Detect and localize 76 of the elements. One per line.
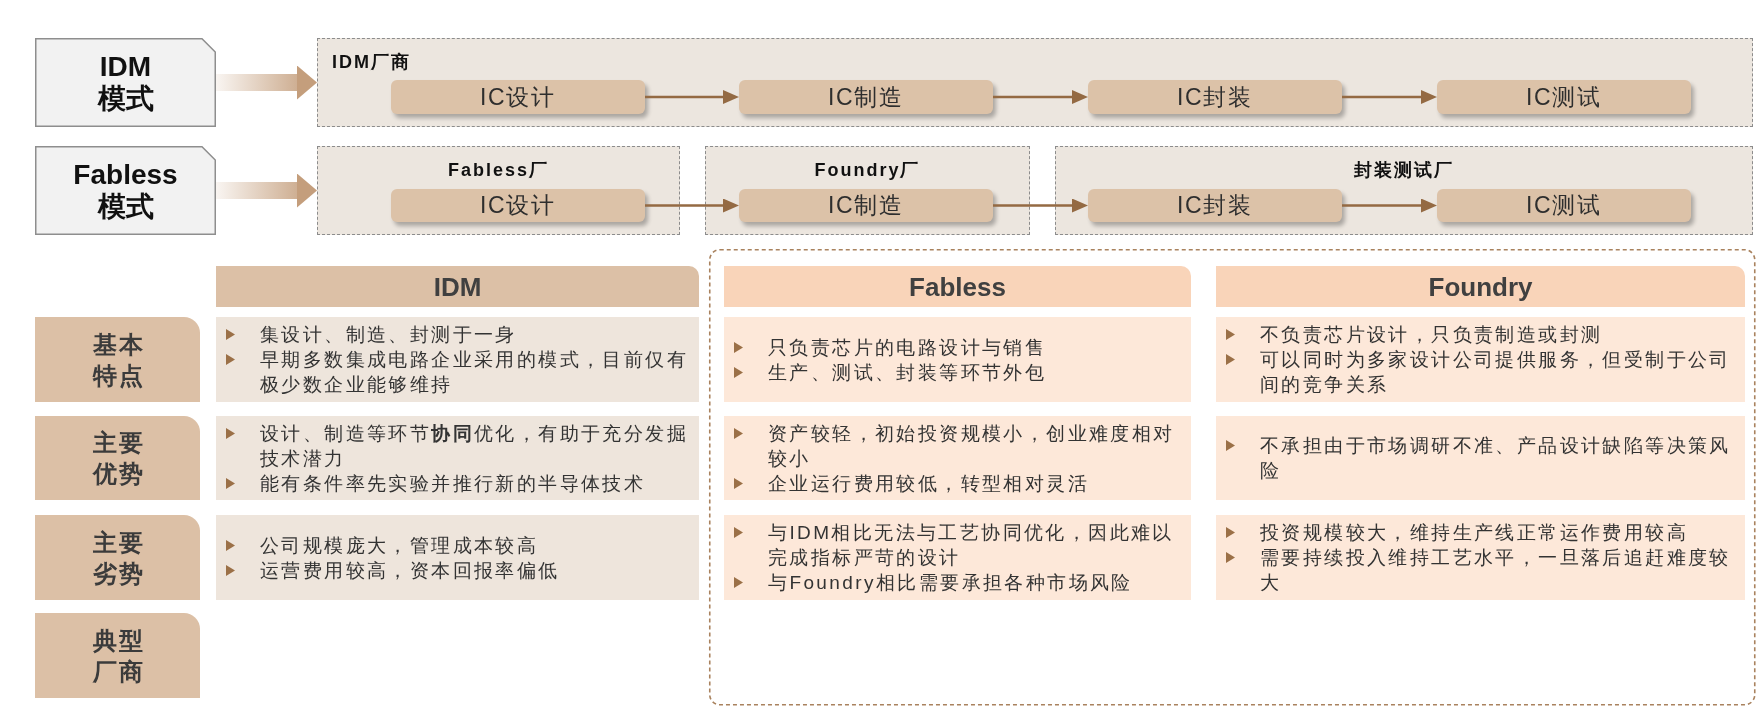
group-title: Fabless厂	[448, 159, 549, 182]
block-arrow	[216, 65, 317, 100]
column-header-band	[724, 266, 1191, 307]
bullet-text: 与IDM相比无法与工艺协同优化，因此难以完成指标严苛的设计	[768, 521, 1175, 570]
bullet-text: 生产、测试、封装等环节外包	[768, 360, 1048, 385]
column-header: Foundry	[1428, 271, 1533, 302]
mode-box	[35, 38, 216, 127]
column-header: Fabless	[909, 271, 1006, 302]
table-cell	[724, 515, 1191, 600]
table-cell	[1216, 317, 1745, 402]
mode-label: Fabless 模式	[73, 158, 178, 223]
row-header-band	[35, 613, 200, 698]
group-container	[317, 38, 1753, 127]
process-label: IC测试	[1526, 191, 1601, 219]
process-box	[1436, 188, 1691, 222]
process-box	[1436, 79, 1691, 114]
bullet-text: 公司规模庞大，管理成本较高	[260, 533, 540, 558]
bullet-text: 与Foundry相比需要承担各种市场风险	[768, 571, 1134, 595]
bullet-text: 只负责芯片的电路设计与销售	[768, 335, 1048, 360]
process-box	[738, 79, 993, 114]
process-box	[390, 79, 645, 114]
process-label: IC制造	[828, 82, 903, 111]
bullet-text: 资产较轻，初始投资规模小，创业难度相对较小	[768, 421, 1176, 471]
mode-box	[35, 146, 216, 235]
table-cell	[1216, 515, 1745, 600]
bullet-text: 不负责芯片设计，只负责制造或封测	[1260, 323, 1604, 347]
row-header: 主要劣势	[91, 526, 146, 589]
arrow	[645, 198, 739, 213]
table-cell	[216, 416, 699, 500]
row-header-band	[35, 416, 200, 500]
table-cell	[724, 416, 1191, 500]
bullet-text: 企业运行费用较低，转型相对灵活	[768, 471, 1090, 496]
arrow	[993, 90, 1088, 104]
process-box	[1087, 188, 1342, 222]
group-container	[705, 146, 1030, 235]
bullet-text: 集设计、制造、封测于一身	[260, 323, 518, 347]
group-container	[1055, 146, 1753, 235]
mode-label: IDM 模式	[97, 50, 154, 115]
bullet-text: 运营费用较高，资本回报率偏低	[260, 558, 561, 583]
process-box	[390, 188, 645, 222]
process-label: IC封装	[1177, 191, 1252, 219]
bullet-text: 可以同时为多家设计公司提供服务，但受制于公司间的竞争关系	[1260, 348, 1732, 397]
bullet-text: 不承担由于市场调研不准、产品设计缺陷等决策风险	[1260, 434, 1732, 483]
row-header: 主要优势	[91, 427, 146, 489]
table-cell	[724, 317, 1191, 402]
row-header: 典型厂商	[91, 624, 146, 687]
group-title: IDM厂商	[332, 51, 411, 74]
table-cell	[216, 317, 699, 402]
bullet-text: 设计、制造等环节协同优化，有助于充分发掘技术潜力	[260, 421, 689, 471]
arrow	[1342, 90, 1437, 104]
process-box	[1087, 79, 1342, 114]
row-header-band	[35, 515, 200, 600]
process-label: IC测试	[1526, 82, 1601, 111]
row-header-band	[35, 317, 200, 402]
arrow	[1342, 198, 1437, 213]
bullet-text: 需要持续投入维持工艺水平，一旦落后追赶难度较大	[1260, 546, 1732, 595]
process-label: IC设计	[480, 191, 555, 219]
process-box	[738, 188, 993, 222]
arrow	[645, 90, 739, 104]
process-label: IC制造	[828, 191, 903, 219]
block-arrow	[216, 173, 317, 208]
bullet-text: 能有条件率先实验并推行新的半导体技术	[260, 471, 647, 496]
group-container	[317, 146, 680, 235]
table-cell	[216, 515, 699, 600]
bullet-text: 早期多数集成电路企业采用的模式，目前仅有极少数企业能够维持	[260, 348, 689, 397]
column-header-band	[1216, 266, 1745, 307]
column-header-band	[216, 266, 699, 307]
row-header: 基本特点	[91, 328, 146, 391]
bullet-text: 投资规模较大，维持生产线正常运作费用较高	[1260, 521, 1689, 545]
table-cell	[1216, 416, 1745, 500]
process-label: IC封装	[1177, 82, 1252, 111]
column-header: IDM	[433, 271, 482, 302]
group-title: 封装测试厂	[1354, 159, 1454, 182]
group-title: Foundry厂	[814, 159, 921, 182]
arrow	[993, 198, 1088, 213]
process-label: IC设计	[480, 82, 555, 111]
